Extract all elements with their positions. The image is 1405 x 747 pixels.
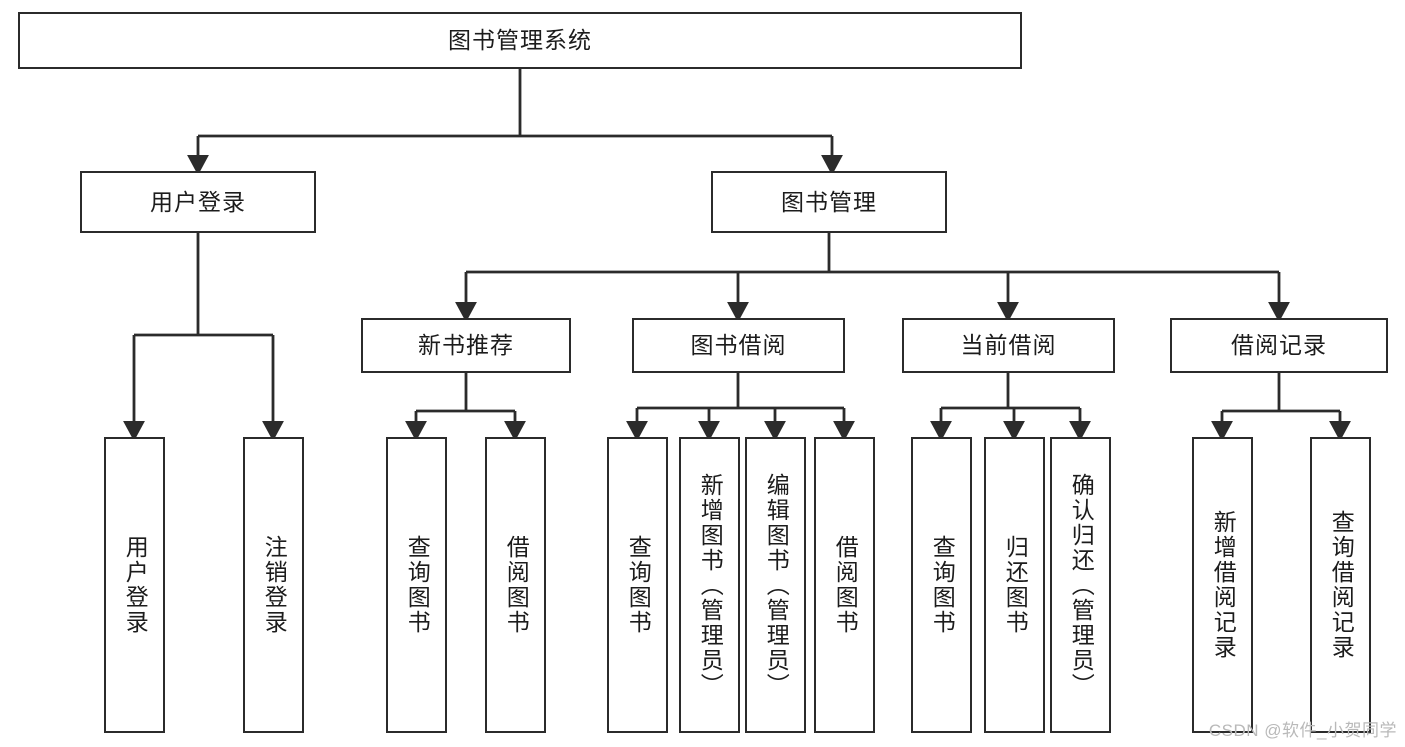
node-root[interactable]: 图书管理系统 <box>18 12 1022 69</box>
leaf-query-book-new-label: 查询图书 <box>404 535 431 635</box>
node-borrow-record-label: 借阅记录 <box>1231 332 1327 359</box>
leaf-add-book-admin-label: 新增图书（管理员） <box>697 472 724 698</box>
leaf-query-book-current-label: 查询图书 <box>929 535 956 635</box>
leaf-query-borrow-record[interactable]: 查询借阅记录 <box>1310 437 1371 733</box>
node-current-borrow-label: 当前借阅 <box>960 332 1057 359</box>
leaf-edit-book-admin-label: 编辑图书（管理员） <box>763 472 790 698</box>
leaf-logout-label: 注销登录 <box>261 535 288 635</box>
leaf-borrow-book[interactable]: 借阅图书 <box>814 437 875 733</box>
leaf-borrow-book-label: 借阅图书 <box>832 535 859 635</box>
leaf-query-book-new[interactable]: 查询图书 <box>386 437 447 733</box>
leaf-return-book[interactable]: 归还图书 <box>984 437 1045 733</box>
leaf-confirm-return-admin-label: 确认归还（管理员） <box>1068 472 1095 698</box>
leaf-logout[interactable]: 注销登录 <box>243 437 304 733</box>
leaf-query-book-borrow-label: 查询图书 <box>625 535 652 635</box>
leaf-return-book-label: 归还图书 <box>1002 535 1029 635</box>
node-book-borrow-label: 图书借阅 <box>690 332 787 359</box>
node-book-borrow[interactable]: 图书借阅 <box>632 318 845 373</box>
leaf-borrow-book-new[interactable]: 借阅图书 <box>485 437 546 733</box>
node-current-borrow[interactable]: 当前借阅 <box>902 318 1115 373</box>
leaf-add-book-admin[interactable]: 新增图书（管理员） <box>679 437 740 733</box>
watermark-text: CSDN @软件_小贺同学 <box>1208 721 1397 740</box>
leaf-add-borrow-record-label: 新增借阅记录 <box>1210 510 1237 660</box>
leaf-query-book-borrow[interactable]: 查询图书 <box>607 437 668 733</box>
node-new-book-recommend[interactable]: 新书推荐 <box>361 318 571 373</box>
leaf-confirm-return-admin[interactable]: 确认归还（管理员） <box>1050 437 1111 733</box>
leaf-borrow-book-new-label: 借阅图书 <box>503 535 530 635</box>
node-user-login[interactable]: 用户登录 <box>80 171 316 233</box>
node-book-management-label: 图书管理 <box>781 188 877 215</box>
node-book-management[interactable]: 图书管理 <box>711 171 947 233</box>
leaf-query-book-current[interactable]: 查询图书 <box>911 437 972 733</box>
leaf-add-borrow-record[interactable]: 新增借阅记录 <box>1192 437 1253 733</box>
node-user-login-label: 用户登录 <box>150 188 246 215</box>
node-new-book-recommend-label: 新书推荐 <box>418 332 514 359</box>
node-root-label: 图书管理系统 <box>448 27 592 54</box>
leaf-user-login-label: 用户登录 <box>122 535 149 635</box>
leaf-user-login[interactable]: 用户登录 <box>104 437 165 733</box>
leaf-query-borrow-record-label: 查询借阅记录 <box>1328 510 1355 660</box>
node-borrow-record[interactable]: 借阅记录 <box>1170 318 1388 373</box>
leaf-edit-book-admin[interactable]: 编辑图书（管理员） <box>745 437 806 733</box>
